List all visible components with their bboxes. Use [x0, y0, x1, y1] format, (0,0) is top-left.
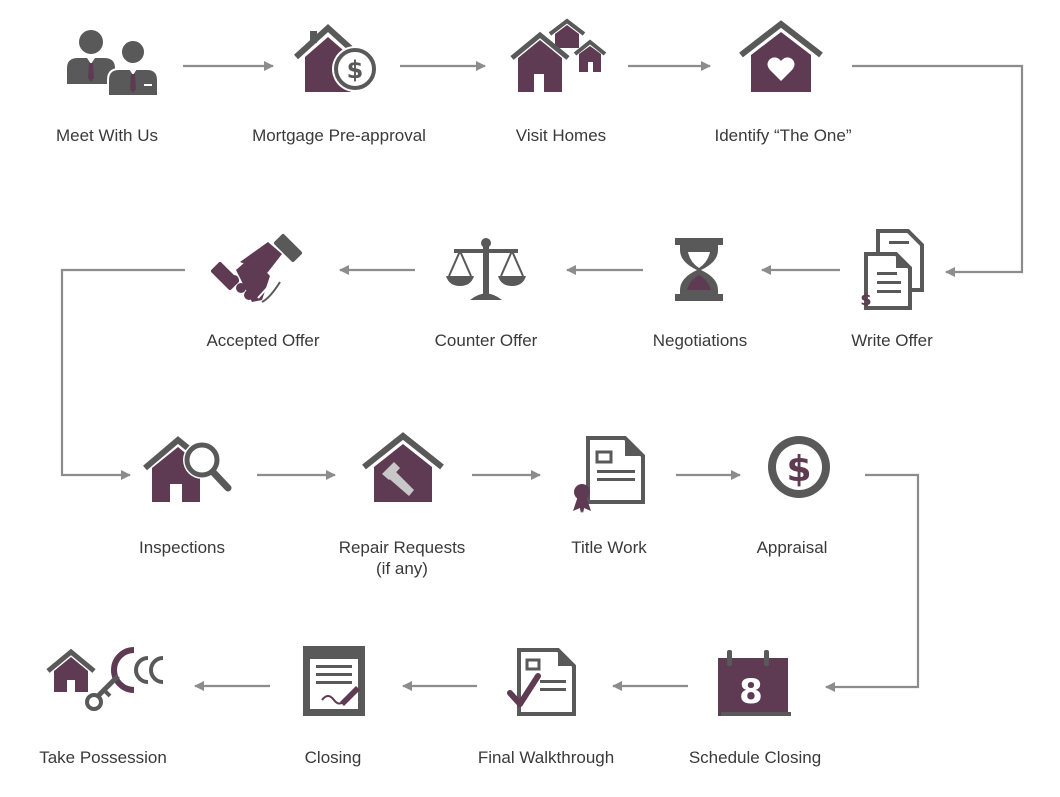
- handshake-icon: [210, 233, 303, 303]
- step-label-final-walkthrough: Final Walkthrough: [478, 748, 614, 767]
- dollar-coin-icon: $: [768, 436, 830, 498]
- step-label-inspections: Inspections: [139, 538, 225, 557]
- step-label-visit-homes: Visit Homes: [516, 126, 606, 145]
- house-dollar-icon: $: [293, 23, 378, 92]
- step-label-appraisal: Appraisal: [757, 538, 828, 557]
- certificate-icon: [573, 436, 645, 513]
- house-magnifier-icon: [143, 436, 232, 502]
- scales-icon: [446, 238, 526, 300]
- step-label-identify-the-one: Identify “The One”: [714, 126, 851, 145]
- house-hammer-icon: [362, 432, 444, 502]
- step-label-take-possession: Take Possession: [39, 748, 167, 767]
- arrow-8-9: [60, 268, 185, 480]
- arrow-12-13: [825, 473, 920, 692]
- connectors: [60, 61, 1024, 692]
- checklist-icon: [507, 648, 576, 716]
- hourglass-icon: [675, 238, 723, 301]
- step-label-closing: Closing: [305, 748, 362, 767]
- step-label-negotiations: Negotiations: [653, 331, 748, 350]
- house-key-icon: [46, 647, 164, 711]
- step-label-schedule-closing: Schedule Closing: [689, 748, 821, 767]
- signed-document-icon: [303, 646, 365, 716]
- step-label-repair-requests-note: (if any): [376, 559, 428, 578]
- calendar-icon: 8: [718, 650, 791, 716]
- svg-text:$: $: [860, 290, 871, 309]
- calendar-day: 8: [739, 672, 763, 712]
- step-labels: Meet With Us Mortgage Pre-approval Visit…: [39, 126, 933, 767]
- svg-text:$: $: [347, 56, 364, 84]
- house-heart-icon: [739, 20, 823, 92]
- step-label-repair-requests: Repair Requests: [339, 538, 466, 557]
- step-label-title-work: Title Work: [571, 538, 647, 557]
- step-label-mortgage-pre-approval: Mortgage Pre-approval: [252, 126, 426, 145]
- step-label-meet-with-us: Meet With Us: [56, 126, 158, 145]
- people-icon: [67, 30, 159, 97]
- arrow-4-5: [852, 64, 1024, 277]
- houses-icon: [510, 18, 607, 92]
- step-label-counter-offer: Counter Offer: [435, 331, 538, 350]
- svg-text:$: $: [786, 449, 811, 490]
- step-label-write-offer: Write Offer: [851, 331, 933, 350]
- documents-dollar-icon: $: [860, 229, 924, 310]
- step-label-accepted-offer: Accepted Offer: [206, 331, 319, 350]
